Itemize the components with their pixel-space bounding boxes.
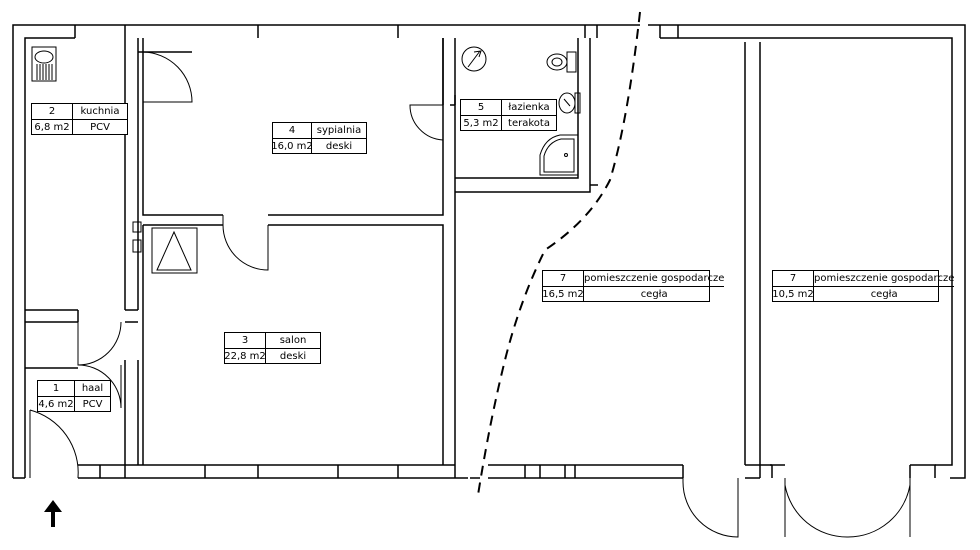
room-name: sypialnia — [311, 123, 366, 138]
toilet-icon — [546, 51, 577, 73]
room-floor: cegła — [813, 287, 954, 301]
boundary-dashed-line — [477, 11, 641, 496]
room-name: kuchnia — [72, 104, 127, 119]
room-name: pomieszczenie gospodarcze — [813, 271, 955, 286]
room-floor: deski — [265, 349, 320, 363]
compass-icon — [461, 46, 487, 72]
stove-icon — [31, 46, 57, 82]
room-floor: terakota — [501, 116, 556, 130]
room-number: 1 — [52, 383, 60, 394]
room-floor: PCV — [72, 120, 127, 134]
room-number: 4 — [288, 125, 296, 136]
room-number: 2 — [48, 106, 56, 117]
interior-walls — [25, 38, 761, 465]
room-area: 6,8 m2 — [34, 121, 70, 133]
room-number: 5 — [477, 102, 485, 113]
bottom-walls — [78, 464, 936, 479]
room-floor: cegła — [583, 287, 724, 301]
room-area: 4,6 m2 — [38, 398, 74, 410]
outer-walls — [12, 24, 966, 479]
room-area: 16,5 m2 — [543, 288, 583, 300]
room-name: pomieszczenie gospodarcze — [583, 271, 725, 286]
room-area: 16,0 m2 — [273, 140, 311, 152]
washbasin-icon — [558, 92, 581, 114]
chimney-icon — [132, 221, 142, 253]
room-number: 3 — [241, 335, 249, 346]
entrance-arrow-icon — [44, 500, 62, 527]
room-name: haal — [74, 381, 110, 396]
room-floor: PCV — [74, 397, 110, 411]
room-name: salon — [265, 333, 320, 348]
doors — [29, 51, 911, 538]
room-number: 7 — [559, 273, 567, 284]
fireplace-icon — [151, 227, 198, 274]
room-area: 22,8 m2 — [225, 350, 265, 362]
room-area: 5,3 m2 — [463, 117, 499, 129]
room-area: 10,5 m2 — [773, 288, 813, 300]
room-floor: deski — [311, 139, 366, 153]
room-name: łazienka — [501, 100, 556, 115]
room-number: 7 — [789, 273, 797, 284]
shower-icon — [539, 134, 579, 176]
